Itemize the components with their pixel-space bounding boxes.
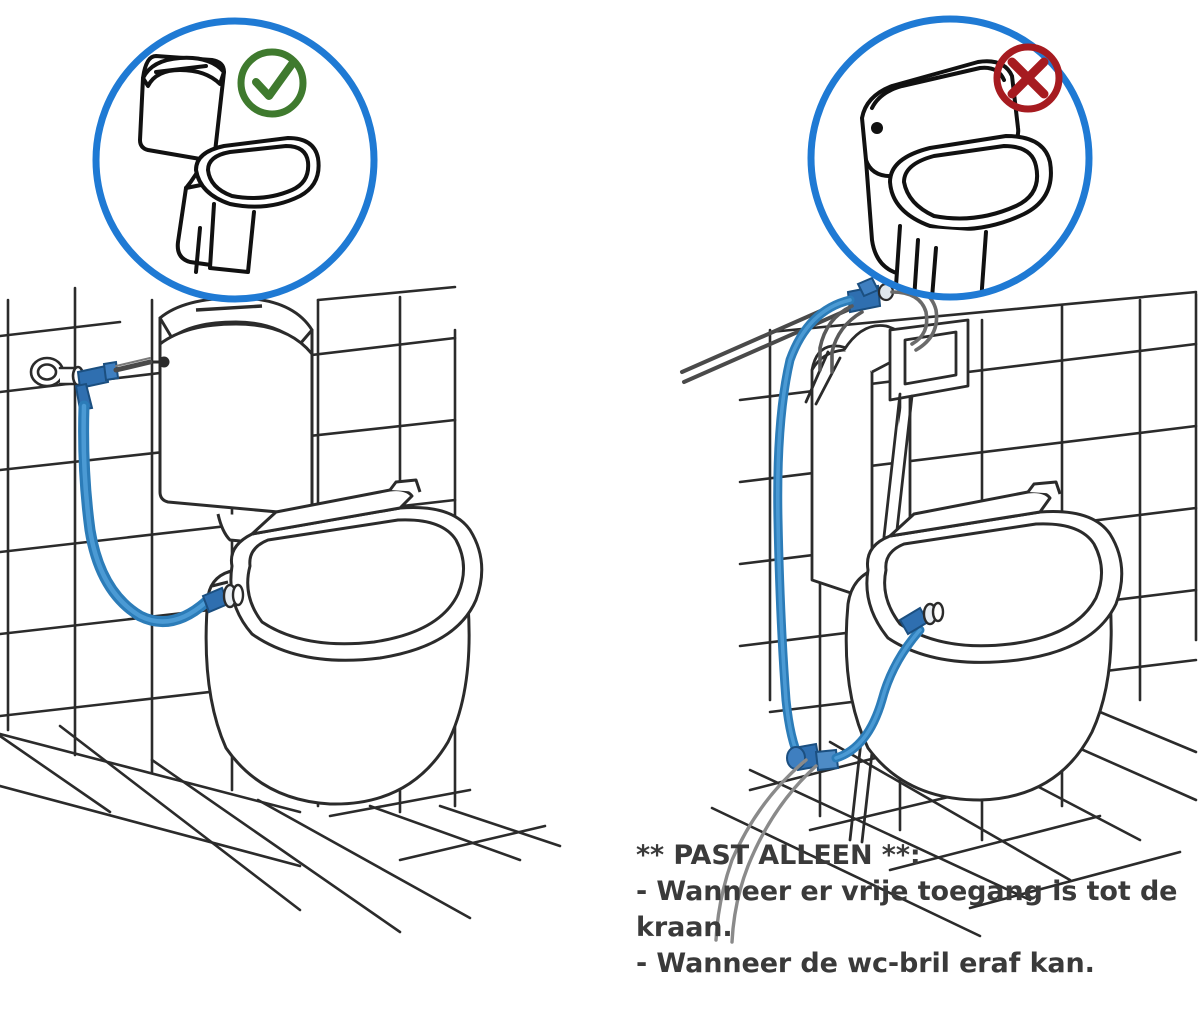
- cross-badge: [993, 43, 1063, 113]
- inset-compatible: [92, 17, 378, 303]
- seat-hose-connector-left: [201, 583, 245, 614]
- supply-line-right: [680, 276, 945, 944]
- check-badge: [237, 48, 307, 118]
- panel-compatible: [0, 17, 562, 934]
- floor-tiles-left: [0, 724, 562, 934]
- flush-plate: [888, 318, 970, 402]
- caption-line-1: - Wanneer er vrije toegang is tot de kra…: [636, 875, 1187, 943]
- wall-stop-valve-left: [29, 356, 85, 388]
- caption-block: ** PAST ALLEEN **: - Wanneer er vrije to…: [636, 838, 1182, 982]
- angle-valve-bottom-right: [786, 742, 840, 772]
- caption-line-2: - Wanneer de wc-bril eraf kan.: [636, 947, 1095, 979]
- cistern-exposed: [150, 296, 314, 545]
- not-compatible-illustration: [680, 15, 1198, 944]
- panel-not-compatible: [600, 0, 1200, 1028]
- toilet-bowl-with-bidet-seat-left: [204, 478, 484, 806]
- caption-heading: ** PAST ALLEEN **:: [636, 840, 921, 871]
- supply-line-left: [29, 356, 245, 628]
- seat-hose-connector-right: [898, 601, 945, 636]
- compatible-illustration: [0, 17, 562, 934]
